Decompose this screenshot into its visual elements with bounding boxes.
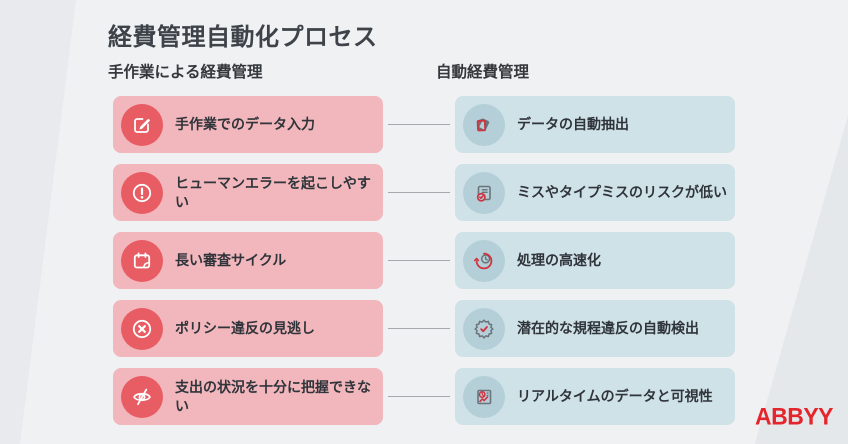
- x-circle-icon: [121, 307, 163, 350]
- list-item-realtime-visibility: リアルタイムのデータと可視性: [455, 368, 735, 425]
- list-item-label: 手作業でのデータ入力: [175, 116, 315, 133]
- alert-icon: [121, 171, 163, 214]
- list-item-label: 潜在的な規程違反の自動検出: [517, 320, 699, 337]
- list-item-low-typo-risk: ミスやタイプミスのリスクが低い: [455, 164, 735, 221]
- list-item-label: ポリシー違反の見逃し: [175, 320, 315, 337]
- row-connector: [383, 300, 455, 357]
- list-item-faster-processing: 処理の高速化: [455, 232, 735, 289]
- row-connector: [383, 368, 455, 425]
- comparison-rows: 手作業でのデータ入力 データの自動抽出 ヒューマンエラーを起こしやすい: [113, 96, 735, 425]
- list-item-label: データの自動抽出: [517, 116, 629, 133]
- list-item-manual-data-entry: 手作業でのデータ入力: [113, 96, 383, 153]
- list-item-label: 処理の高速化: [517, 252, 601, 269]
- list-item-human-error: ヒューマンエラーを起こしやすい: [113, 164, 383, 221]
- document-stack-icon: [463, 103, 505, 146]
- abbyy-logo: ABBYY: [754, 402, 834, 430]
- list-item-label: リアルタイムのデータと可視性: [517, 388, 713, 405]
- list-item-label: ミスやタイプミスのリスクが低い: [517, 184, 727, 201]
- list-item-no-spend-visibility: 支出の状況を十分に把握できない: [113, 368, 383, 425]
- list-item-long-review-cycle: 長い審査サイクル: [113, 232, 383, 289]
- edit-icon: [121, 103, 163, 146]
- list-item-auto-violation-detection: 潜在的な規程違反の自動検出: [455, 300, 735, 357]
- page-title: 経費管理自動化プロセス: [108, 24, 378, 51]
- column-header-manual: 手作業による経費管理: [108, 64, 263, 81]
- list-item-missed-policy-violations: ポリシー違反の見逃し: [113, 300, 383, 357]
- row-connector: [383, 232, 455, 289]
- badge-check-icon: [463, 307, 505, 350]
- document-check-icon: [463, 171, 505, 214]
- column-header-automated: 自動経費管理: [436, 64, 530, 81]
- list-item-label: ヒューマンエラーを起こしやすい: [175, 174, 371, 210]
- row-connector: [383, 164, 455, 221]
- list-item-label: 長い審査サイクル: [175, 252, 287, 269]
- row-connector: [383, 96, 455, 153]
- calendar-icon: [121, 239, 163, 282]
- clock-speed-icon: [463, 239, 505, 282]
- list-item-label: 支出の状況を十分に把握できない: [175, 378, 371, 414]
- eye-off-icon: [121, 375, 163, 418]
- report-chart-icon: [463, 375, 505, 418]
- list-item-auto-extraction: データの自動抽出: [455, 96, 735, 153]
